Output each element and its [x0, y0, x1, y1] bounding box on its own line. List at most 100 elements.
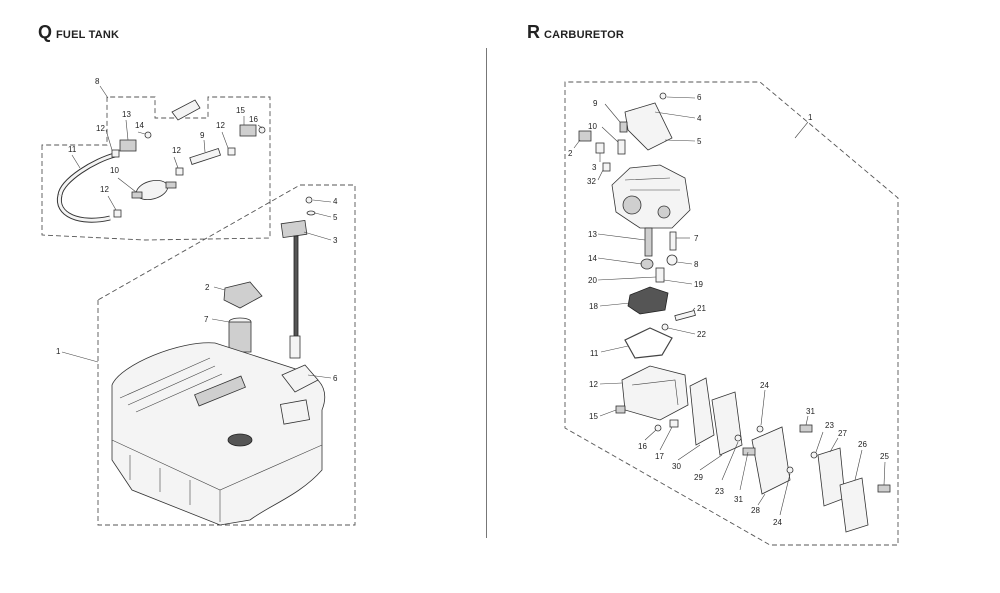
callout: 16: [638, 442, 647, 451]
primer-fitting: [131, 191, 143, 199]
fuel-pump-body-28: [751, 426, 791, 495]
tank-foot: [129, 455, 221, 522]
engine-connector-icon: [171, 99, 201, 121]
o-ring: [144, 131, 152, 139]
callout: 31: [806, 407, 815, 416]
float-pin-21: [674, 309, 696, 321]
callout: 23: [715, 487, 724, 496]
screw-25: [877, 484, 891, 493]
callout: 20: [588, 276, 597, 285]
callout: 12: [100, 185, 109, 194]
gasket-27: [817, 447, 846, 507]
fuel-hose-lower-inner: [57, 194, 111, 222]
callout: 21: [697, 304, 706, 313]
callout: 22: [697, 330, 706, 339]
screw-16: [654, 424, 662, 432]
cover-26: [839, 477, 869, 533]
callout: 27: [838, 429, 847, 438]
callout: 6: [697, 93, 702, 102]
float-gasket-11: [624, 327, 673, 359]
pump-fitting-31: [742, 447, 756, 456]
carb-detail: [624, 177, 680, 191]
float-bowl-12: [621, 365, 689, 421]
connector-15: [239, 124, 257, 137]
callout: 32: [587, 177, 596, 186]
callout: 16: [249, 115, 258, 124]
callout: 10: [110, 166, 119, 175]
main-jet-14: [640, 258, 654, 270]
bowl-detail: [631, 379, 679, 406]
callout: 11: [68, 145, 77, 154]
tank-logo-plate: [194, 375, 246, 407]
callout: 12: [96, 124, 105, 133]
gauge-gasket: [279, 399, 311, 425]
callout: 14: [588, 254, 597, 263]
section-title-carburetor: R CARBURETOR: [527, 22, 624, 43]
top-cover-plate: [624, 102, 673, 151]
hose-segment: [189, 148, 222, 165]
clip-icon: [227, 147, 236, 156]
callout: 12: [172, 146, 181, 155]
callout: 15: [589, 412, 598, 421]
section-title-fuel-tank: Q FUEL TANK: [38, 22, 119, 43]
carb-venturi: [622, 195, 642, 215]
callout: 24: [760, 381, 769, 390]
callout: 29: [694, 473, 703, 482]
leader-lines: [573, 96, 886, 516]
callout: 1: [56, 347, 61, 356]
callout: 4: [697, 114, 702, 123]
screw-22: [661, 323, 669, 331]
screw-24: [756, 425, 764, 433]
callout: 13: [122, 110, 131, 119]
callout: 6: [333, 374, 338, 383]
float-needle-19: [655, 267, 665, 283]
section-letter: R: [527, 22, 540, 42]
carb-outlet: [657, 205, 671, 219]
callout: 12: [216, 121, 225, 130]
screw-9: [619, 121, 628, 133]
callouts-fuel-tank: 8 13 14 12 11 10 12 9 12 15 16 12 4 5 3 …: [56, 77, 338, 383]
carburetor-icon: [611, 164, 691, 229]
spring-10: [617, 139, 626, 155]
check-valve-23: [734, 434, 742, 442]
callout: 3: [333, 236, 338, 245]
clip-icon: [113, 209, 122, 218]
section-name: CARBURETOR: [544, 29, 625, 41]
clip-icon: [175, 167, 184, 176]
callout: 8: [694, 260, 699, 269]
callout: 2: [205, 283, 210, 292]
tank-group-box: [97, 184, 356, 526]
callouts-carburetor: 9 6 4 10 5 2 3 32 1 13 7 14 8 20 19 18 2…: [568, 93, 889, 527]
callout: 15: [236, 106, 245, 115]
pump-fitting-31: [799, 424, 813, 433]
section-divider: [486, 48, 487, 538]
jet-8: [666, 254, 678, 266]
callout: 24: [773, 518, 782, 527]
callout: 17: [655, 452, 664, 461]
section-name: FUEL TANK: [56, 29, 120, 41]
diaphragm-30: [689, 377, 715, 446]
tank-cap-icon: [223, 281, 263, 309]
callout: 2: [568, 149, 573, 158]
spring-3: [595, 142, 605, 154]
gasket-29: [711, 391, 743, 456]
callout: 1: [808, 113, 813, 122]
callout: 30: [672, 462, 681, 471]
clip-icon: [111, 149, 120, 158]
callout: 9: [200, 131, 205, 140]
gasket-6-icon: [281, 364, 319, 393]
callout: 31: [734, 495, 743, 504]
drain-screw-15: [615, 405, 626, 414]
callout: 19: [694, 280, 703, 289]
tank-ridge: [119, 357, 223, 413]
section-letter: Q: [38, 22, 53, 42]
leader-lines: [61, 85, 332, 379]
callout: 14: [135, 121, 144, 130]
callout: 3: [592, 163, 597, 172]
callout: 23: [825, 421, 834, 430]
callout: 5: [333, 213, 338, 222]
callout: 10: [588, 122, 597, 131]
fuel-filler-neck: [227, 433, 253, 447]
